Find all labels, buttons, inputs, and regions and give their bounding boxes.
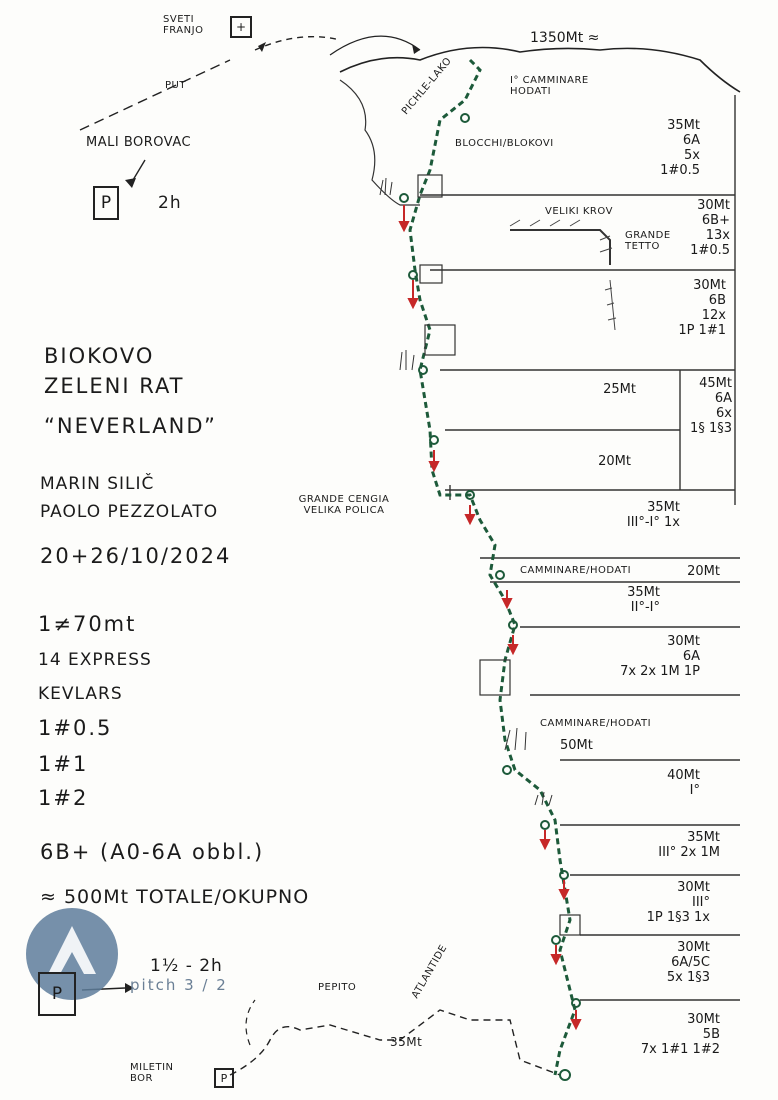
parking-icon-top: P [93, 186, 119, 220]
author-1: MARIN SILIČ [40, 474, 155, 494]
label-camminare-2: CAMMINARE/HODATI [540, 718, 652, 729]
region: BIOKOVO [44, 344, 155, 368]
route-date: 20+26/10/2024 [40, 544, 232, 568]
label-put: PUT [165, 80, 186, 91]
watermark-text: pitch 3 / 2 [130, 976, 228, 994]
route-name: “NEVERLAND” [44, 414, 217, 438]
descent-path [229, 1009, 561, 1076]
cam-3: 1#2 [38, 786, 89, 810]
church-icon: + [230, 16, 252, 38]
route-line [408, 58, 577, 1076]
ridge-line [339, 46, 741, 93]
author-2: PAOLO PEZZOLATO [40, 502, 219, 522]
parking-icon-bottom: P [38, 972, 76, 1016]
label-pepito: PEPITO [318, 982, 357, 993]
rock-outline [339, 79, 420, 206]
rope-info: 1≠70mt [38, 612, 137, 636]
express-info: 14 EXPRESS [38, 650, 152, 670]
cam-1: 1#0.5 [38, 716, 113, 740]
vegetation [379, 177, 553, 806]
pitch-4: 25Mt [603, 382, 636, 397]
total-length: ≈ 500Mt TOTALE/OKUPNO [40, 886, 310, 908]
label-veliki-krov: VELIKI KROV [545, 206, 613, 217]
parking-icon-miletin: P [214, 1068, 234, 1088]
watermark-logo-icon [26, 908, 118, 1000]
approach-time: 2h [158, 193, 182, 213]
kevlars-info: KEVLARS [38, 684, 123, 704]
cam-2: 1#1 [38, 752, 89, 776]
grade-info: 6B+ (A0-6A obbl.) [40, 840, 265, 864]
pitch-5: 20Mt [598, 454, 631, 469]
belay-stations [399, 113, 581, 1081]
rock-blocks [417, 174, 581, 936]
pitch-11: 50Mt [560, 738, 593, 753]
label-grande-cengia: GRANDE CENGIA VELIKA POLICA [298, 494, 390, 516]
label-rappel: 35Mt [390, 1035, 423, 1049]
label-blocchi: BLOCCHI/BLOKOVI [455, 138, 554, 149]
altitude-label: 1350Mt ≈ [530, 30, 600, 46]
pitch-separators [420, 95, 740, 1001]
label-camminare-1: CAMMINARE/HODATI [520, 565, 632, 576]
label-grande-tetto: GRANDE TETTO [625, 230, 671, 252]
roof-drawing [510, 229, 611, 265]
label-camino-1: I° CAMMINARE HODATI [510, 75, 589, 97]
descent-time: 1½ - 2h [150, 956, 223, 976]
belay-arrows [398, 205, 582, 1031]
label-miletin-bor: MILETIN BOR [130, 1062, 174, 1084]
label-sveti-franjo: SVETI FRANJO [163, 14, 204, 36]
label-mali-borovac: MALI BOROVAC [86, 135, 192, 150]
sector: ZELENI RAT [44, 374, 185, 398]
approach-arrow [254, 36, 341, 51]
pitch-8: 20Mt [687, 564, 720, 579]
